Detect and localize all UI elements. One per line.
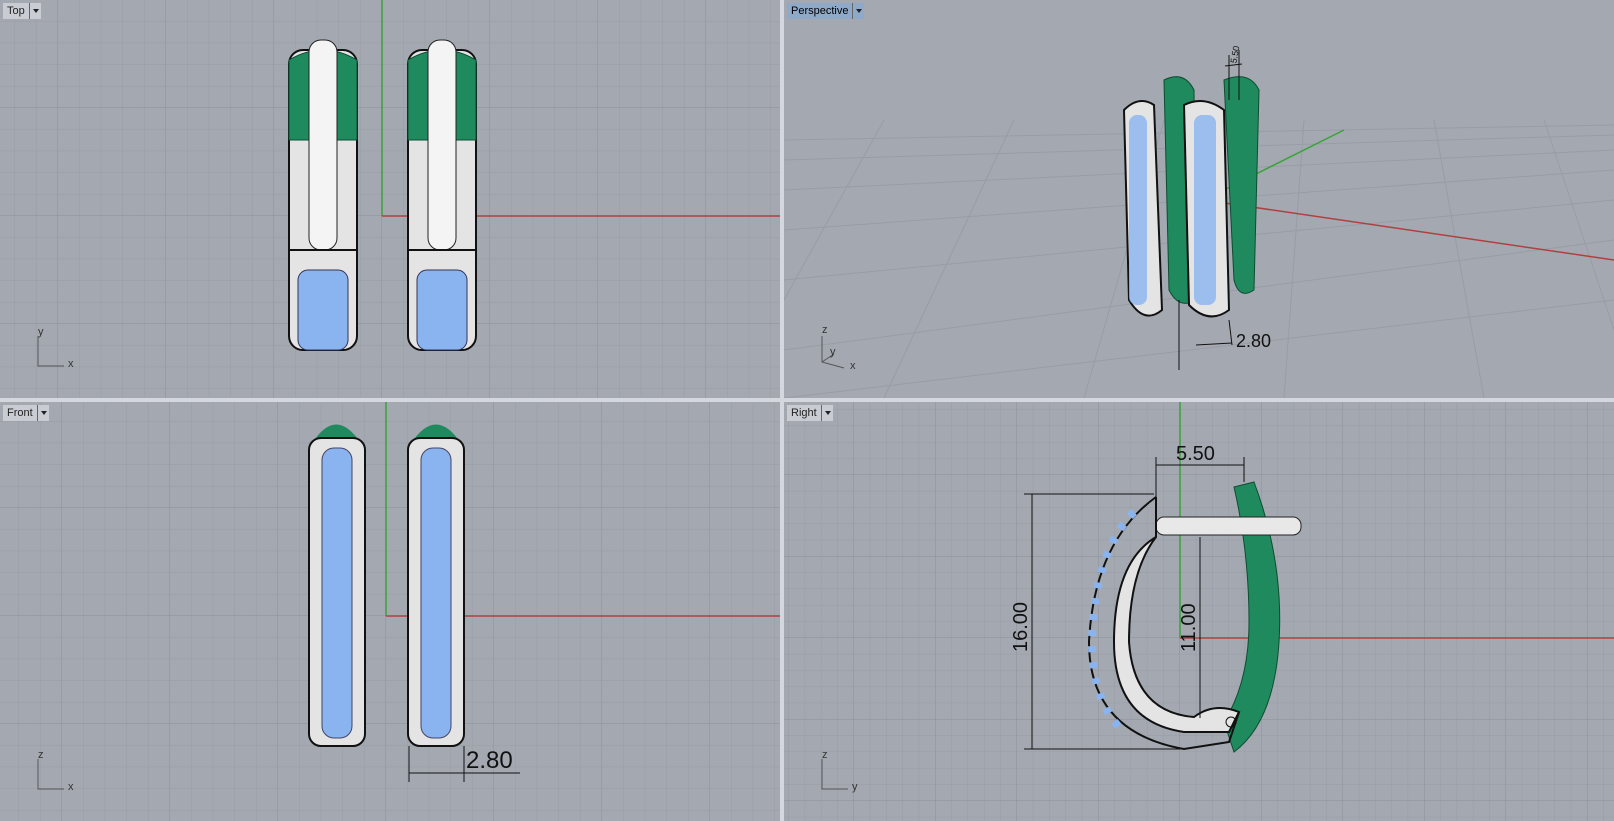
axis-label: y	[38, 326, 44, 338]
earring-left-top[interactable]	[288, 39, 358, 351]
dimension-label: 2.80	[466, 747, 513, 774]
viewport-perspective[interactable]: 5.50 2.80 Perspective z y x	[784, 0, 1614, 398]
grid: 2.80	[0, 402, 780, 821]
axis-label: z	[822, 749, 828, 761]
dimension-label: 5.50	[1176, 443, 1215, 465]
viewport-title-front[interactable]: Front	[3, 405, 49, 421]
axis-label: y	[852, 781, 858, 793]
dropdown-caret-icon[interactable]	[820, 405, 833, 421]
dropdown-caret-icon[interactable]	[36, 405, 49, 421]
dropdown-caret-icon[interactable]	[28, 3, 41, 19]
viewport-name: Perspective	[791, 5, 849, 17]
viewport-right[interactable]: 5.50 16.00 11.00 Right z y	[784, 402, 1614, 821]
earrings-perspective[interactable]	[1122, 76, 1260, 318]
axis-label: z	[38, 749, 44, 761]
viewport-title-top[interactable]: Top	[3, 3, 41, 19]
axis-label: x	[68, 358, 74, 370]
earring-right-front[interactable]	[407, 424, 465, 747]
earring-left-front[interactable]	[308, 424, 366, 747]
dimension-label: 11.00	[1178, 603, 1200, 652]
axis-indicator: z y x	[814, 324, 856, 372]
axis-label: x	[68, 781, 74, 793]
axis-indicator: z y	[814, 749, 858, 795]
viewport-name: Top	[7, 5, 25, 17]
dimension-lines	[1178, 50, 1243, 370]
dimension-label: 2.80	[1236, 331, 1271, 351]
viewport-name: Right	[791, 407, 817, 419]
grid: 5.50 16.00 11.00	[784, 402, 1614, 821]
axis-label: y	[830, 346, 836, 358]
earring-right-top[interactable]	[407, 39, 477, 351]
viewport-title-right[interactable]: Right	[787, 405, 833, 421]
grid	[0, 0, 780, 398]
viewport-front[interactable]: 2.80 Front z x	[0, 402, 780, 821]
viewport-title-perspective[interactable]: Perspective	[787, 3, 865, 19]
axis-indicator: z x	[30, 749, 74, 795]
dimension-lines	[1024, 457, 1245, 750]
axis-label: z	[822, 324, 828, 336]
grid: 5.50 2.80	[784, 0, 1614, 398]
dimension-lines	[408, 746, 520, 782]
earring-side-view[interactable]	[1087, 481, 1302, 753]
viewport-name: Front	[7, 407, 33, 419]
dimension-label: 16.00	[1010, 602, 1032, 652]
dimension-label: 5.50	[1229, 45, 1242, 64]
axis-indicator: y x	[30, 326, 74, 372]
viewport-top[interactable]: Top y x	[0, 0, 780, 398]
axis-label: x	[850, 360, 856, 372]
dropdown-caret-icon[interactable]	[852, 3, 864, 19]
